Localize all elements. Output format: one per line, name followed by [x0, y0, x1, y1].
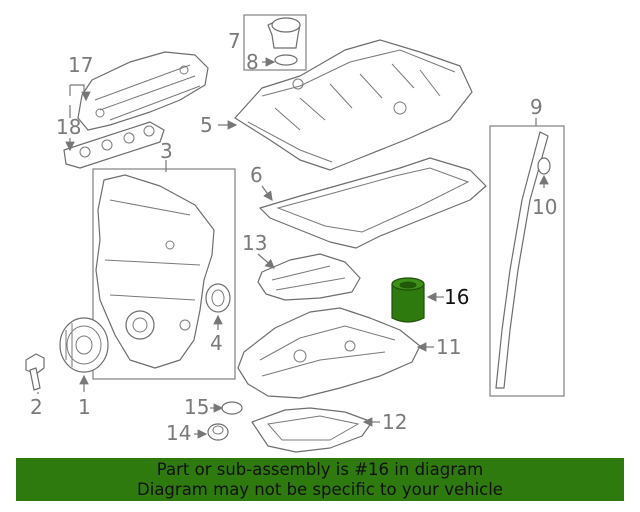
crankshaft-seal: [205, 283, 231, 313]
timing-cover-frame: [92, 168, 236, 380]
callout-9: 9: [530, 95, 543, 119]
drain-plug-washer: [221, 401, 243, 415]
callout-13: 13: [242, 231, 267, 255]
callout-18: 18: [56, 115, 81, 139]
parts-diagram: 17 18 7 8 5 6 3 13 16 4 11 9 10 2 1 15 1…: [25, 14, 565, 453]
cylinder-head: [234, 39, 473, 171]
callout-5: 5: [200, 113, 213, 137]
drain-plug: [207, 423, 229, 441]
callout-2: 2: [30, 395, 43, 419]
callout-7: 7: [228, 29, 241, 53]
callout-8: 8: [246, 50, 259, 74]
dipstick-frame: [489, 125, 565, 397]
valve-cover-gasket: [259, 157, 487, 249]
oil-pan-upper: [237, 307, 421, 399]
oil-cap-frame: [243, 14, 307, 71]
oil-pan-lower: [251, 407, 373, 453]
diagram-notice-banner: Part or sub-assembly is #16 in diagram D…: [16, 458, 624, 501]
callout-10: 10: [532, 195, 557, 219]
callout-6: 6: [250, 163, 263, 187]
timing-cover: [95, 174, 215, 369]
callout-17: 17: [68, 53, 93, 77]
pulley-bolt: [25, 353, 45, 391]
notice-line-part: Part or sub-assembly is #16 in diagram: [156, 460, 484, 479]
intake-manifold: [77, 51, 209, 131]
dipstick-seal: [537, 157, 551, 175]
callout-4: 4: [210, 331, 223, 355]
intake-gasket: [63, 121, 165, 169]
notice-line-disclaimer: Diagram may not be specific to your vehi…: [137, 480, 503, 499]
callout-15: 15: [184, 395, 209, 419]
callout-11: 11: [436, 335, 461, 359]
callout-3: 3: [160, 139, 173, 163]
oil-filter: [391, 277, 425, 323]
oil-cap-seal: [274, 54, 298, 66]
oil-filler-cap: [267, 17, 301, 49]
callout-12: 12: [382, 410, 407, 434]
crankshaft-pulley: [59, 317, 109, 373]
callout-14: 14: [166, 421, 191, 445]
oil-baffle: [257, 253, 361, 301]
callout-16: 16: [444, 285, 469, 309]
dipstick: [495, 131, 549, 389]
leader-13: [257, 253, 275, 269]
callout-1: 1: [78, 395, 91, 419]
leader-6: [261, 185, 273, 201]
